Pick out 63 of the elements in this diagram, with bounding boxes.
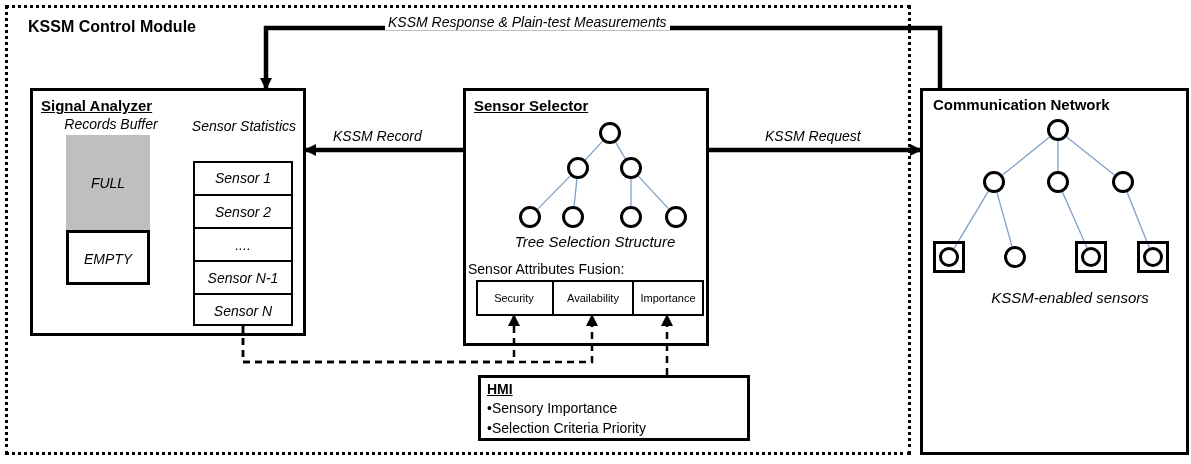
heading-text: Signal Analyzer — [41, 97, 153, 114]
tree-node-circle — [1143, 247, 1163, 267]
tree-node-circle — [1047, 119, 1069, 141]
cell-text: Sensor N-1 — [206, 269, 280, 286]
tree-node-circle — [519, 206, 541, 228]
dashed-arrow — [241, 314, 598, 364]
tree-node-circle — [1081, 247, 1101, 267]
sensor-square — [933, 241, 965, 273]
dashed-arrow — [661, 314, 673, 375]
bullet-item: •Selection Criteria Priority — [487, 419, 646, 438]
tree-node-circle — [939, 247, 959, 267]
caption-text: KSSM-enabled sensors — [990, 289, 1150, 306]
tree-link-line — [953, 190, 989, 250]
tree-node-circle — [562, 206, 584, 228]
hmi-box — [478, 375, 750, 441]
heading-text: Sensor Attributes Fusion: — [468, 261, 625, 277]
arrow — [304, 144, 463, 156]
cell-text: FULL — [89, 174, 127, 191]
tree-node-circle — [1004, 246, 1026, 268]
edge-label: KSSM Response & Plain-test Measurements — [385, 14, 670, 30]
cell-text: .... — [234, 236, 252, 253]
heading-text: Sensor Selector — [474, 97, 589, 114]
bullet-item: •Sensory Importance — [487, 399, 619, 418]
cell-text: Sensor N — [212, 302, 274, 319]
tree-node-circle — [983, 171, 1005, 193]
tree-link-line — [630, 178, 632, 207]
heading-text: Records Buffer — [63, 116, 159, 132]
caption-text: Tree Selection Structure — [513, 233, 677, 250]
tree-node-circle — [620, 157, 642, 179]
sensor-square — [1075, 241, 1107, 273]
tree-node-circle — [599, 122, 621, 144]
tree-link-line — [537, 175, 571, 210]
tree-node-circle — [1047, 171, 1069, 193]
tree-link-line — [573, 178, 578, 207]
tree-link-line — [1065, 136, 1116, 176]
cell-text: Availability — [566, 292, 620, 304]
tree-link-line — [1057, 140, 1059, 172]
selector-panel — [463, 88, 709, 346]
buffer-full-section — [66, 135, 150, 233]
edge-label: KSSM Record — [330, 128, 425, 144]
heading-text: Sensor Statistics — [190, 118, 298, 134]
analyzer-panel — [30, 88, 306, 336]
arrow — [709, 144, 922, 156]
tree-link-line — [1061, 191, 1088, 249]
tree-node-circle — [620, 206, 642, 228]
sensor-square — [1137, 241, 1169, 273]
tree-node-circle — [665, 206, 687, 228]
cell-text: Sensor 2 — [213, 203, 272, 220]
cell-text: Importance — [639, 292, 697, 304]
tree-link-line — [1126, 191, 1150, 249]
tree-node-circle — [1112, 171, 1134, 193]
tree-link-line — [1001, 136, 1051, 176]
heading-text: KSSM Control Module — [28, 18, 196, 36]
heading-text: HMI — [487, 381, 513, 397]
tree-link-line — [584, 140, 604, 161]
tree-node-circle — [567, 157, 589, 179]
cell-text: Security — [493, 292, 535, 304]
heading-text: Communication Network — [933, 96, 1110, 113]
tree-link-line — [996, 191, 1013, 248]
network-panel — [920, 88, 1189, 455]
tree-link-line — [637, 175, 670, 210]
tree-link-line — [615, 141, 626, 160]
edge-label: KSSM Request — [762, 128, 864, 144]
